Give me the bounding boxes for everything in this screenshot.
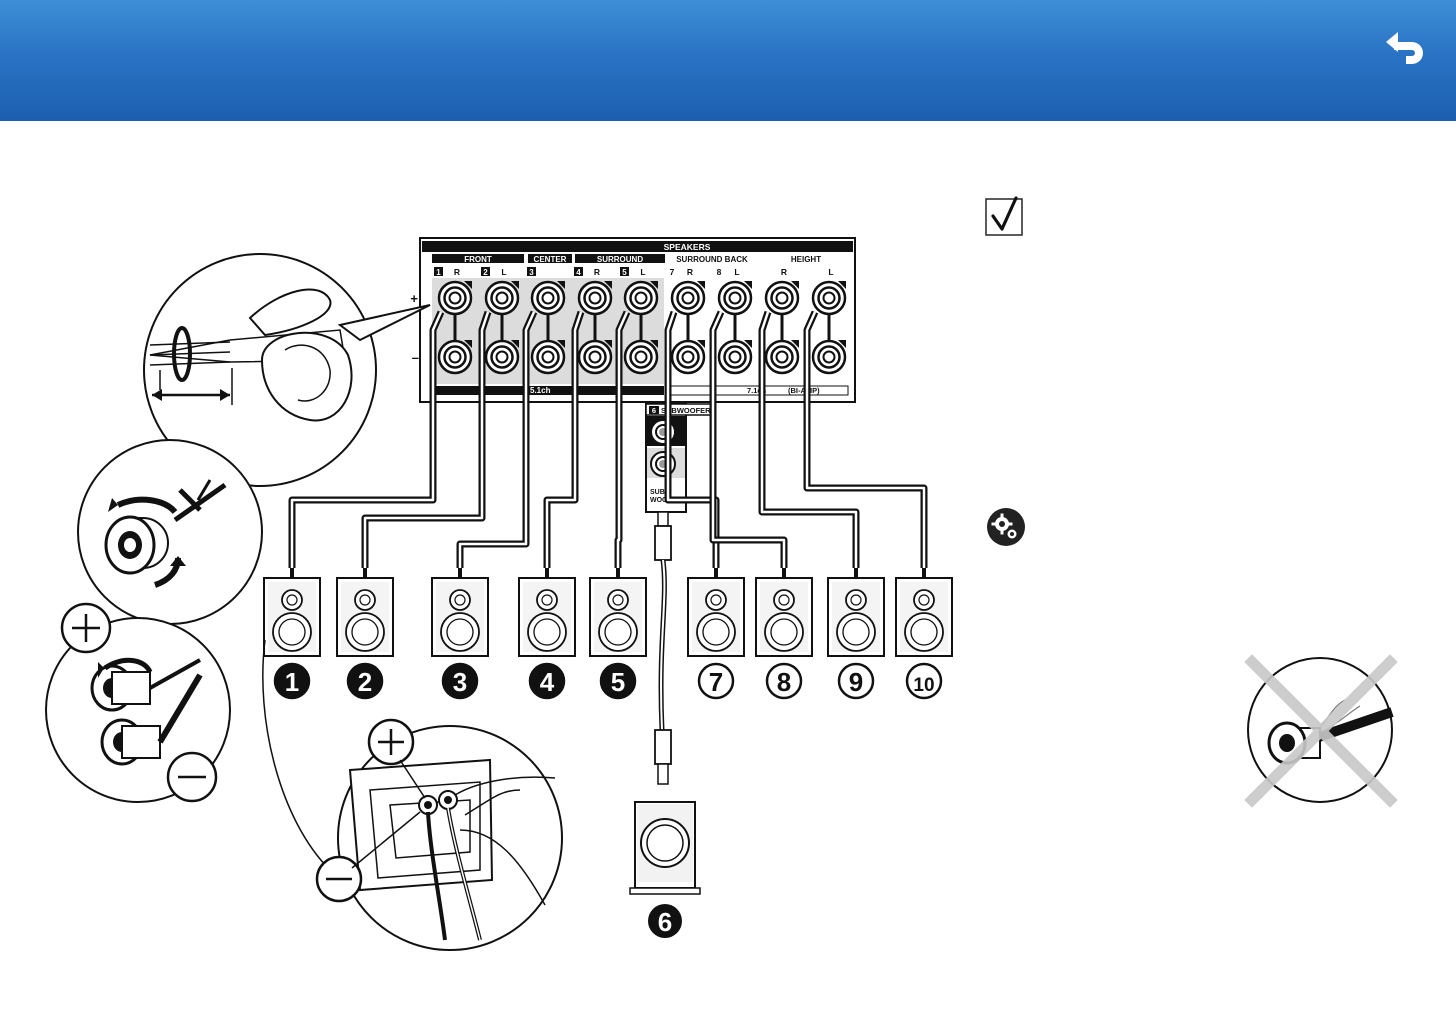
svg-text:4: 4 [540, 667, 555, 697]
speaker [432, 568, 488, 656]
terminal-side: L [828, 267, 833, 277]
group-height: HEIGHT [791, 255, 821, 264]
terminal-side: R [594, 267, 600, 277]
group-center: CENTER [534, 255, 567, 264]
ch-5-1-label: 5.1ch [530, 386, 551, 395]
speaker-number-badge: 1 [275, 664, 309, 698]
speaker-number-badge: 4 [530, 664, 564, 698]
svg-text:2: 2 [358, 667, 372, 697]
terminal-num: 4 [576, 268, 581, 277]
terminal-side: L [501, 267, 506, 277]
speaker [264, 568, 320, 656]
svg-text:1: 1 [285, 667, 299, 697]
speaker-number-badge: 3 [443, 664, 477, 698]
speaker-terminal-panel: SPEAKERS FRONT CENTER SURROUND SURROUND … [410, 238, 855, 402]
subwoofer-number-badge: 6 [648, 904, 682, 938]
terminal-num: 3 [529, 268, 534, 277]
speaker [756, 568, 812, 656]
terminal-side: R [781, 267, 787, 277]
svg-text:6: 6 [658, 907, 672, 937]
subwoofer-num: 6 [652, 406, 656, 415]
plus-label: + [410, 291, 418, 306]
terminal-side: L [640, 267, 645, 277]
group-surround-back: SURROUND BACK [676, 255, 748, 264]
speaker [896, 568, 952, 656]
binding-post-polarity-illustration [46, 604, 230, 802]
speaker-number-badge: 10 [907, 664, 941, 698]
subwoofer-preout: 6 SUBWOOFER SUB- WOOFER [646, 404, 714, 512]
speaker [337, 568, 393, 656]
speaker-number-badge: 9 [839, 664, 873, 698]
speaker [590, 568, 646, 656]
svg-text:7: 7 [709, 667, 723, 697]
speaker-connection-diagram: SPEAKERS FRONT CENTER SURROUND SURROUND … [0, 121, 1456, 1030]
svg-text:3: 3 [453, 667, 467, 697]
speaker-number-badge: 8 [767, 664, 801, 698]
terminal-side: L [734, 267, 739, 277]
group-surround: SURROUND [597, 255, 643, 264]
terminal-num: 2 [483, 268, 488, 277]
binding-post-twist-illustration [78, 440, 262, 624]
terminal-num: 7 [670, 267, 675, 277]
terminal-side: R [454, 267, 460, 277]
svg-text:5: 5 [611, 667, 625, 697]
panel-title: SPEAKERS [664, 242, 711, 252]
return-arrow-icon[interactable] [1382, 22, 1436, 66]
incorrect-wiring-illustration [1248, 658, 1392, 802]
subwoofer-cable [655, 512, 671, 784]
svg-text:9: 9 [849, 667, 863, 697]
group-front: FRONT [464, 255, 492, 264]
speaker [828, 568, 884, 656]
speaker-number-badge: 7 [699, 664, 733, 698]
minus-label: – [412, 350, 419, 365]
speaker [519, 568, 575, 656]
speaker-number-badge: 2 [348, 664, 382, 698]
terminal-num: 8 [717, 267, 722, 277]
terminal-side: R [687, 267, 693, 277]
svg-text:8: 8 [777, 667, 791, 697]
terminal-num: 5 [622, 268, 627, 277]
speaker [688, 568, 744, 656]
subwoofer-box [630, 802, 700, 894]
terminal-num: 1 [436, 268, 441, 277]
svg-text:10: 10 [913, 675, 934, 696]
page-header [0, 0, 1456, 121]
speaker-number-badge: 5 [601, 664, 635, 698]
